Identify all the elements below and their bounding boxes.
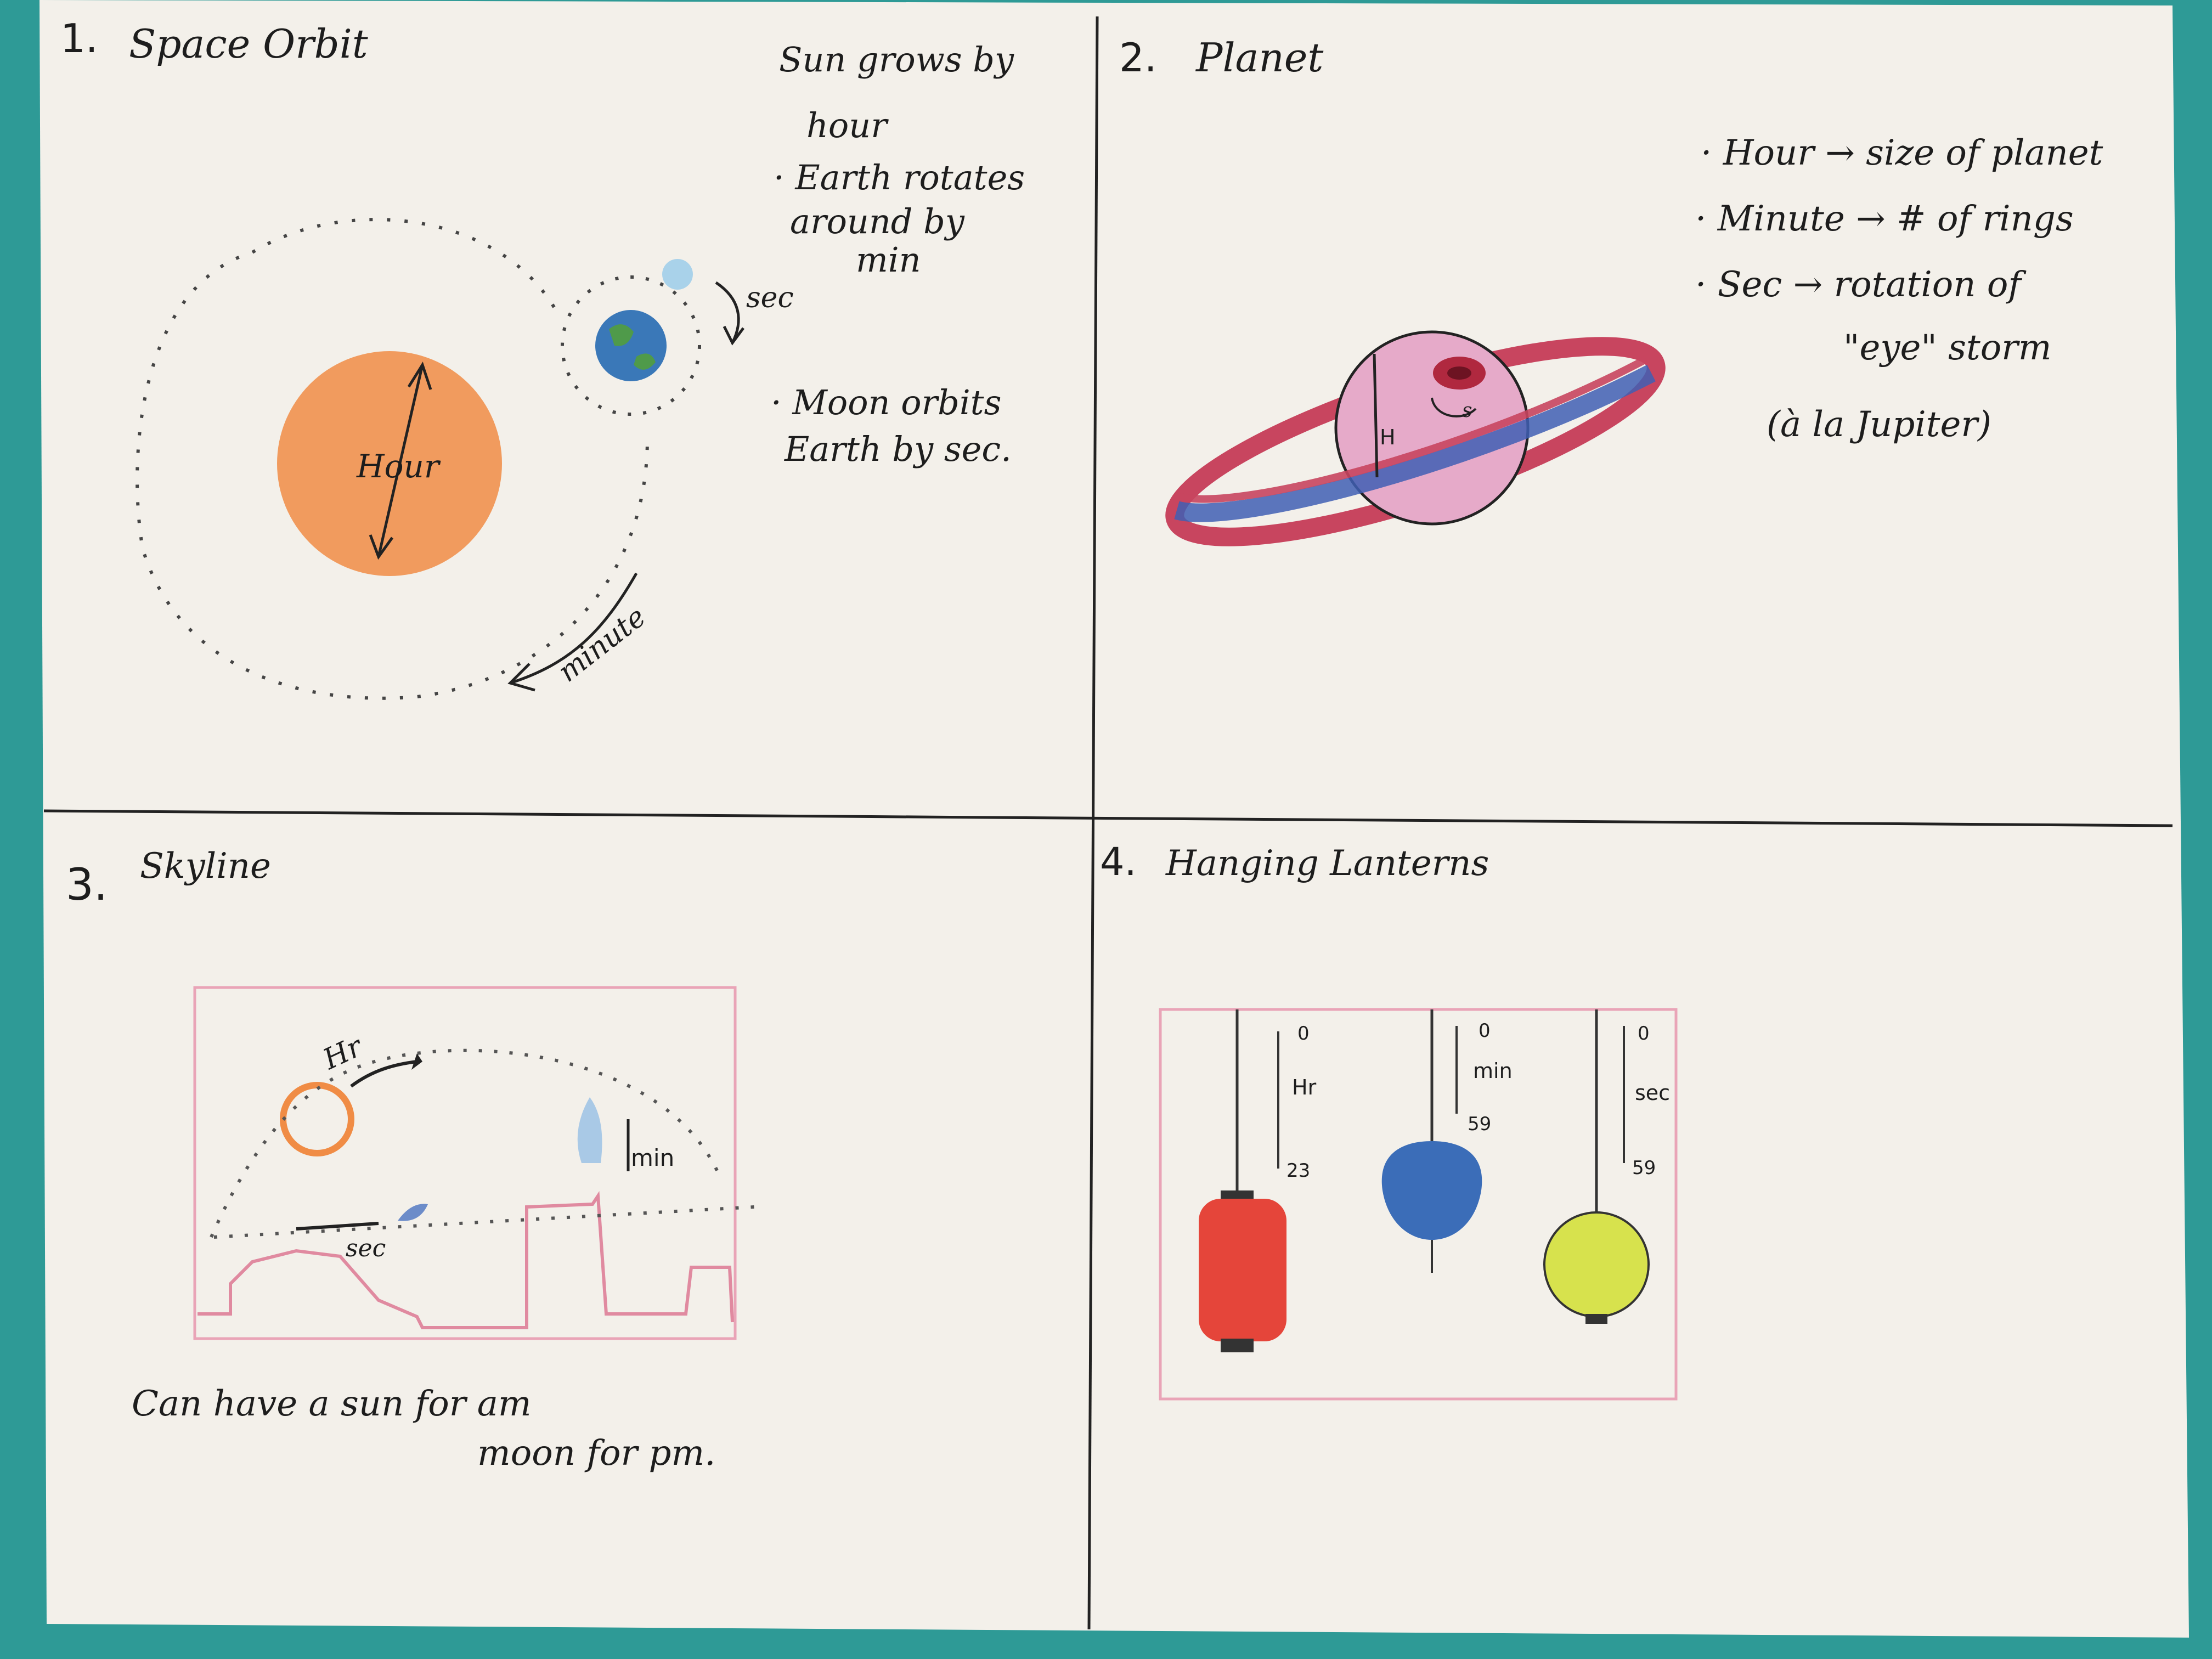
lantern-3-scale-unit: sec — [1635, 1081, 1670, 1105]
minute-label-skyline: min — [631, 1144, 674, 1171]
panel-4-number: 4. — [1100, 839, 1137, 884]
panel-3-title: Skyline — [140, 846, 271, 887]
minute-arrow — [510, 572, 638, 685]
skyline-caption-line-1: Can have a sun for am — [132, 1384, 532, 1424]
lantern-1-base — [1221, 1339, 1254, 1352]
lantern-3-scale-bottom: 59 — [1632, 1157, 1656, 1179]
panel-2-note-5: (à la Jupiter) — [1767, 404, 1991, 445]
sun-shape — [277, 351, 502, 576]
lanterns-frame — [1159, 1008, 1678, 1401]
storm-rotation-arrow — [1431, 397, 1477, 417]
panel-4-title: Hanging Lanterns — [1165, 843, 1489, 884]
panel-2-title: Planet — [1195, 35, 1324, 81]
panel-planet: 2. Planet s H · Hour → size of planet · … — [1119, 35, 2103, 546]
sun-arrow-head-top — [407, 362, 432, 390]
panel-3-number: 3. — [66, 859, 108, 910]
planet-ring-front — [1174, 364, 1656, 522]
lantern-3-base — [1585, 1314, 1607, 1324]
panel-1-note-7: Earth by sec. — [784, 429, 1012, 469]
panel-2-notes: · Hour → size of planet · Minute → # of … — [1695, 133, 2103, 445]
panel-1-note-2: hour — [806, 105, 889, 145]
panel-1-notes: Sun grows by hour · Earth rotates around… — [771, 40, 1025, 469]
earth-shape — [595, 310, 667, 381]
minute-arrow-head — [507, 663, 535, 692]
skyline-buildings — [198, 1191, 734, 1329]
minute-marker-shape — [577, 1097, 602, 1163]
lantern-3-scale-top: 0 — [1638, 1023, 1650, 1045]
lantern-1-scale-top: 0 — [1297, 1023, 1310, 1045]
panel-2-note-3: · Sec → rotation of — [1695, 264, 2027, 305]
panel-1-note-5: min — [856, 240, 921, 280]
moon-arrow-head — [723, 325, 745, 346]
panel-2-note-2: · Minute → # of rings — [1695, 199, 2074, 239]
hour-arrow-head — [411, 1053, 422, 1070]
hour-arrow — [350, 1060, 417, 1088]
panel-1-note-6: · Moon orbits — [771, 382, 1001, 422]
sun-label: Hour — [356, 448, 441, 485]
minute-orbit-path — [136, 218, 649, 700]
lantern-1-scale-bottom: 23 — [1286, 1160, 1310, 1182]
second-marker-shape — [398, 1204, 428, 1221]
lantern-2-scale-bottom: 59 — [1468, 1113, 1491, 1135]
moon-arrow-label: sec — [746, 281, 794, 314]
sun-size-arrow — [377, 364, 424, 557]
skyline-caption-line-2: moon for pm. — [477, 1433, 715, 1474]
panel-2-number: 2. — [1119, 35, 1157, 81]
planet-height-label: H — [1380, 425, 1396, 449]
storm-eye-center — [1447, 366, 1471, 380]
planet-ring-front-red — [1178, 356, 1648, 503]
second-arrow — [296, 1222, 379, 1231]
storm-label: s — [1462, 399, 1472, 422]
moon-orbit-path — [561, 275, 701, 416]
panel-1-title: Space Orbit — [129, 21, 369, 67]
lantern-1-scale-unit: Hr — [1292, 1075, 1317, 1099]
panel-lanterns: 4. Hanging Lanterns 0 Hr 23 0 min 59 0 s… — [1100, 839, 1678, 1401]
lantern-3-shape — [1543, 1211, 1650, 1318]
horizontal-divider — [43, 809, 2173, 827]
earth-land — [609, 324, 656, 370]
panel-1-note-4: around by — [790, 201, 965, 241]
skyline-frame — [193, 986, 737, 1340]
lantern-2-scale-unit: min — [1473, 1059, 1513, 1083]
sun-arrow-head-bottom — [369, 534, 394, 560]
lantern-2-scale-top: 0 — [1479, 1020, 1491, 1042]
panel-2-note-1: · Hour → size of planet — [1701, 133, 2103, 173]
moon-arrow — [715, 281, 740, 344]
lantern-1-shape — [1199, 1199, 1286, 1341]
moon-shape — [662, 259, 693, 290]
second-label-skyline: sec — [346, 1234, 386, 1262]
panel-1-number: 1. — [60, 15, 98, 61]
panel-1-note-1: Sun grows by — [779, 40, 1014, 80]
panel-1-note-3: · Earth rotates — [774, 157, 1025, 198]
lantern-2-shape — [1381, 1141, 1482, 1240]
vertical-divider — [1087, 16, 1099, 1630]
planet-height-arrow — [1373, 353, 1379, 478]
panel-2-note-4: "eye" storm — [1843, 328, 2052, 368]
